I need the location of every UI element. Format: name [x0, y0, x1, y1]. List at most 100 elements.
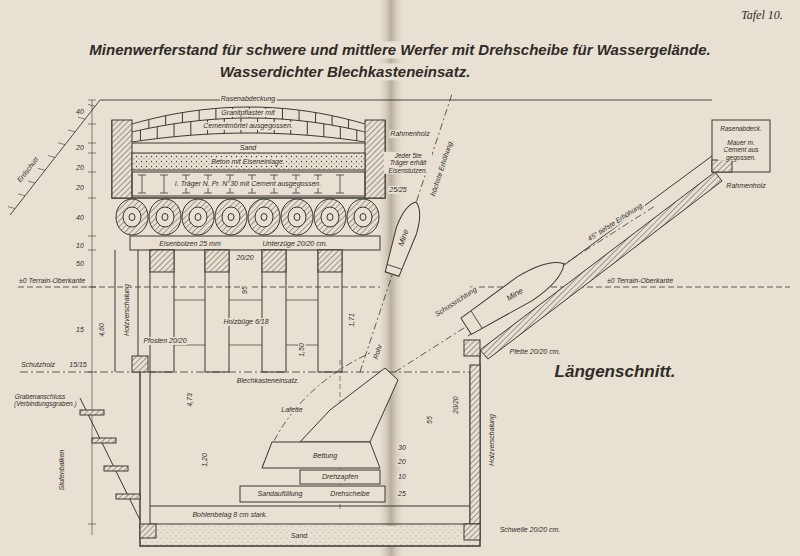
- roof-structure: [130, 236, 380, 250]
- roof-structure: [116, 199, 379, 235]
- log-end: [189, 207, 207, 227]
- steel-beam: [138, 175, 146, 193]
- ground-hatch: [38, 168, 45, 170]
- log-end: [281, 199, 313, 235]
- stair-step: [80, 410, 104, 415]
- earth-slope: [480, 172, 722, 359]
- wooden-brace: [174, 300, 205, 301]
- log-end: [347, 199, 379, 235]
- turntable: [300, 470, 380, 484]
- mine-shell: Mine: [380, 196, 428, 279]
- dimension-label: 25/25: [388, 186, 408, 194]
- trajectory-line: [360, 94, 452, 372]
- granite-paving: [132, 133, 365, 142]
- log-end: [222, 207, 240, 227]
- part-label: Drehzapfen: [321, 473, 359, 481]
- mine-outline: [471, 311, 482, 328]
- granite-paving: [315, 113, 316, 123]
- ground-hatch: [8, 207, 15, 209]
- dimension-label: 20: [75, 144, 85, 152]
- granite-paving: [157, 127, 158, 139]
- dimension-label: 10: [75, 242, 85, 250]
- log-end: [294, 214, 300, 221]
- dimension-label: 20: [75, 164, 85, 172]
- granite-paving: [148, 119, 149, 128]
- dimension-label: 4,60: [98, 322, 106, 338]
- log-end: [182, 199, 214, 235]
- part-label: Beton mit Eiseneinlage.: [210, 158, 286, 166]
- dimension-label: 1,71: [348, 312, 356, 328]
- wooden-post: [150, 250, 174, 372]
- granite-paving: [340, 127, 341, 139]
- log-end: [314, 199, 346, 235]
- part-label: Eisenbolzen 25 mm: [158, 240, 221, 248]
- part-label: Stufenbalken: [58, 449, 66, 492]
- part-label: Erdschutt: [15, 155, 41, 185]
- wooden-post: [205, 250, 229, 272]
- part-label: ±0 Terrain-Oberkante: [18, 277, 86, 285]
- ground-hatch: [68, 130, 75, 132]
- granite-paving: [140, 130, 141, 141]
- part-label: Bohlenbelag 8 cm stark.: [191, 511, 268, 519]
- stair-step: [116, 494, 140, 499]
- pit: [140, 524, 156, 538]
- stair-step: [104, 466, 128, 471]
- post-frame: [115, 250, 342, 372]
- log-end: [261, 214, 267, 221]
- dimension-label: 20: [397, 458, 407, 466]
- roof-structure: [365, 120, 385, 198]
- granite-paving: [323, 124, 324, 137]
- part-label: Lafette: [280, 406, 303, 414]
- part-label: Pfette 20/20 cm.: [509, 348, 562, 356]
- ground-surface: [8, 100, 712, 215]
- log-end: [156, 207, 174, 227]
- dimension-label: 50: [75, 260, 85, 268]
- granite-paving: [182, 113, 183, 123]
- part-label: Mauer m. Cement aus gegossen.: [718, 139, 764, 161]
- granite-paving: [190, 122, 191, 136]
- pit: [132, 356, 148, 372]
- dimension-label: 55: [426, 415, 434, 425]
- post-frame: [115, 250, 138, 372]
- granite-paving: [282, 108, 283, 119]
- mine-outline: [459, 252, 572, 338]
- earth-slope: [468, 120, 770, 359]
- dimension-label: 25: [397, 490, 407, 498]
- roof-structure: [132, 172, 365, 196]
- terrain-line: [18, 287, 790, 288]
- part-label: Rahmenholz: [725, 182, 766, 190]
- wooden-post: [318, 250, 342, 272]
- dimension-label: 30: [397, 444, 407, 452]
- wooden-post: [205, 250, 229, 372]
- steel-beam: [160, 175, 168, 193]
- dimension-label: 10: [397, 473, 407, 481]
- part-label: Grabenanschluss (Verbindungsgraben.): [13, 393, 67, 408]
- pit: [140, 350, 480, 546]
- part-label: Sand.: [290, 532, 310, 540]
- ground-hatch: [18, 194, 25, 196]
- part-label: 45° tiefste Erhöhung.: [586, 200, 647, 243]
- earth-slope: [712, 160, 732, 172]
- part-label: Granitpflaster mit: [220, 109, 275, 117]
- ground-hatch: [28, 181, 35, 183]
- dimension-label: 40: [75, 214, 85, 222]
- diagram-title: Minenwerferstand für schwere und mittler…: [88, 41, 711, 58]
- earth-slope: [712, 120, 770, 172]
- wooden-post: [262, 250, 286, 372]
- dimension-label: 20/20: [235, 254, 255, 262]
- stairs: [80, 398, 140, 520]
- dimension-label: 20/20: [452, 395, 460, 415]
- part-label: Schussrichtung: [433, 285, 479, 319]
- stair-step: [92, 438, 116, 443]
- section-heading: Wasserdichter Blechkasteneinsatz.: [219, 63, 472, 80]
- part-label: Drehscheibe: [329, 490, 370, 498]
- pit: [464, 524, 480, 540]
- ground-hatch: [48, 156, 55, 158]
- log-end: [360, 214, 366, 221]
- part-label: Rasenabdeck.: [719, 125, 763, 132]
- ground-hatch: [78, 117, 85, 119]
- log-end: [195, 214, 201, 221]
- part-label: Unterzüge 20/20 cm.: [262, 240, 329, 248]
